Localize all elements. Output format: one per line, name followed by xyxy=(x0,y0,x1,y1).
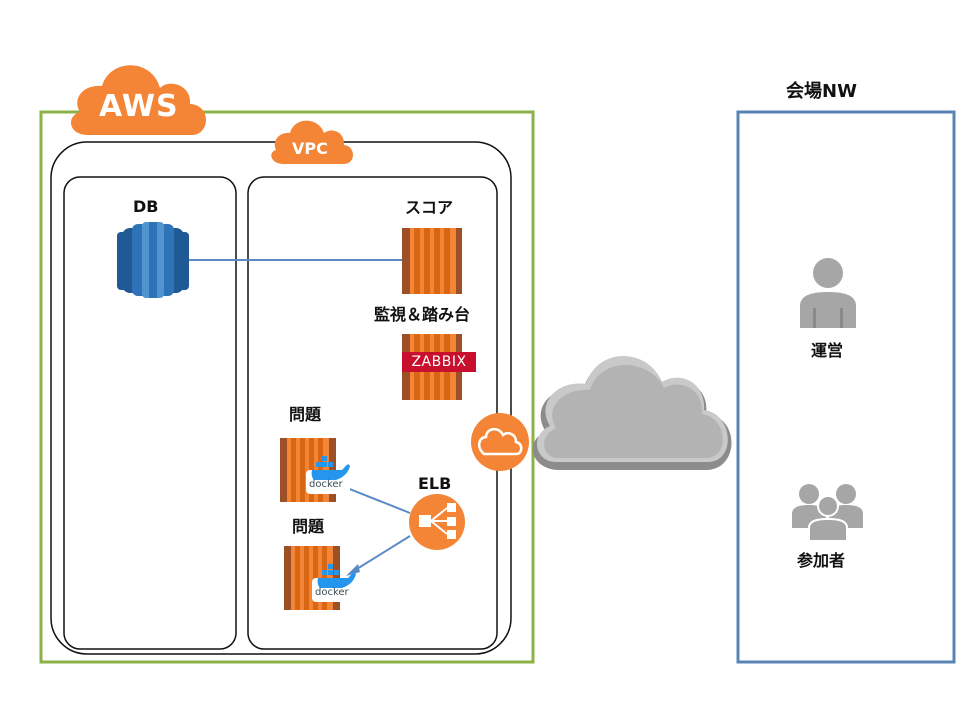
zabbix-logo-text: ZABBIX xyxy=(411,354,467,370)
score-label: スコア xyxy=(405,198,454,217)
internet-cloud-icon xyxy=(532,356,732,470)
monitor-label: 監視＆踏み台 xyxy=(374,305,471,324)
internet-gateway-icon xyxy=(471,413,529,471)
venue-network-box xyxy=(736,110,956,664)
arrow-head xyxy=(346,564,360,576)
aws-label: AWS xyxy=(99,89,179,124)
aws-cloud-icon xyxy=(70,65,206,135)
zabbix-logo-icon xyxy=(402,352,476,372)
problem-label: 問題 xyxy=(292,517,325,536)
venue-title: 会場NW xyxy=(786,81,857,102)
operator-label: 運営 xyxy=(811,341,844,360)
elb-label: ELB xyxy=(418,474,452,493)
vpc-cloud-icon xyxy=(271,120,353,164)
aws-region-box xyxy=(39,110,535,664)
subnet-left-box xyxy=(63,176,237,650)
problem1-to-elb-line xyxy=(341,485,411,514)
rds-db-icon xyxy=(117,222,189,298)
vpc-label: VPC xyxy=(292,139,328,158)
docker-text: docker xyxy=(309,479,343,490)
ec2-instance-icon xyxy=(402,228,462,294)
participant-label: 参加者 xyxy=(797,551,846,570)
docker-text: docker xyxy=(315,587,349,598)
docker-whale-icon xyxy=(306,456,350,494)
db-label: DB xyxy=(133,197,159,216)
user-icon xyxy=(800,258,856,328)
problem-label: 問題 xyxy=(289,405,322,424)
users-icon xyxy=(792,484,863,540)
docker-whale-icon xyxy=(312,564,358,602)
elb-icon xyxy=(409,494,465,550)
elb-to-problem2-line xyxy=(351,535,411,573)
